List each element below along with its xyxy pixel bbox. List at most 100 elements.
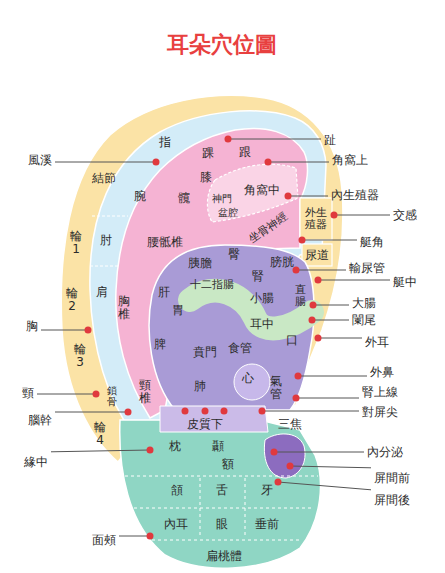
point-dot bbox=[315, 335, 322, 342]
region-label: 三焦 bbox=[278, 417, 302, 431]
leader-line bbox=[37, 394, 96, 395]
callout-label: 風溪 bbox=[28, 153, 52, 167]
region-label: 十二指腸 bbox=[190, 278, 234, 291]
region-label: 角窩中 bbox=[244, 183, 280, 197]
callout-label: 屏間後 bbox=[374, 493, 410, 507]
point-dot bbox=[275, 479, 282, 486]
callout-label: 角窩上 bbox=[332, 153, 368, 167]
region-label: 皮質下 bbox=[187, 417, 223, 431]
region-label: 指 bbox=[159, 135, 171, 149]
region-label: 腰骶椎 bbox=[147, 235, 183, 249]
region-label: 頷 bbox=[171, 483, 183, 497]
point-dot bbox=[287, 463, 294, 470]
leader-line bbox=[55, 162, 156, 163]
leader-line bbox=[312, 320, 349, 321]
region-label: 臀 bbox=[228, 247, 240, 261]
region-label: 枕 bbox=[169, 439, 181, 453]
leader-line bbox=[313, 305, 349, 306]
region-label: 盆腔 bbox=[218, 207, 238, 219]
region-label: 耳中 bbox=[250, 317, 274, 331]
leader-line bbox=[318, 280, 390, 281]
region-label: 膝 bbox=[200, 170, 212, 184]
point-dot bbox=[259, 408, 266, 415]
callout-label: 艇中 bbox=[393, 275, 417, 289]
point-dot bbox=[125, 409, 132, 416]
callout-label: 屏間前 bbox=[374, 471, 410, 485]
leader-line bbox=[298, 376, 367, 377]
region-label: 跟 bbox=[239, 145, 251, 159]
point-dot bbox=[182, 408, 228, 415]
leader-line bbox=[318, 338, 362, 339]
point-dot bbox=[315, 277, 322, 284]
region-label: 胃 bbox=[172, 303, 184, 317]
region-label: 牙 bbox=[261, 483, 273, 497]
region-label: 垂前 bbox=[255, 517, 279, 531]
leader-line bbox=[268, 162, 329, 163]
leader-line bbox=[334, 215, 390, 216]
region-label: 肝 bbox=[158, 285, 170, 299]
region-label: 顳 bbox=[212, 439, 224, 453]
region-label: 輪1 bbox=[70, 230, 82, 256]
region-label: 肘 bbox=[100, 233, 112, 247]
region-label: 腎 bbox=[252, 269, 264, 283]
region-label: 口 bbox=[286, 333, 298, 347]
point-dot bbox=[147, 533, 154, 540]
callout-label: 腦幹 bbox=[28, 413, 52, 427]
region-label: 神門 bbox=[212, 193, 232, 205]
region-label: 胸椎 bbox=[118, 295, 130, 321]
callout-label: 頸 bbox=[22, 386, 34, 400]
region-label: 輪3 bbox=[74, 343, 86, 369]
region-label: 小腸 bbox=[250, 291, 274, 305]
region-label: 輪2 bbox=[66, 287, 78, 313]
region-label: 賁門 bbox=[193, 345, 217, 359]
region-label: 鎖骨 bbox=[107, 385, 117, 407]
callout-label: 面頰 bbox=[92, 533, 116, 547]
region-label: 胰膽 bbox=[188, 256, 212, 270]
callout-label: 趾 bbox=[324, 133, 336, 147]
leader-line bbox=[302, 240, 357, 241]
heart-zone bbox=[234, 364, 270, 400]
point-dot bbox=[271, 449, 278, 456]
callout-label: 闌尾 bbox=[352, 313, 376, 327]
callout-label: 緣中 bbox=[24, 455, 48, 469]
callout-label: 外耳 bbox=[365, 335, 389, 349]
lobe-grid bbox=[125, 476, 318, 540]
point-dot bbox=[310, 302, 317, 309]
leader-line bbox=[296, 270, 346, 271]
region-label: 心 bbox=[242, 371, 254, 385]
region-label: 舌 bbox=[216, 483, 228, 497]
leader-line bbox=[274, 452, 364, 453]
region-label: 踝 bbox=[202, 146, 214, 160]
point-dot bbox=[299, 237, 306, 244]
callout-label: 艇角 bbox=[360, 235, 384, 249]
leader-line bbox=[296, 398, 359, 399]
callout-label: 內分泌 bbox=[367, 445, 403, 459]
region-label: 輪4 bbox=[94, 421, 106, 447]
point-dot bbox=[293, 395, 300, 402]
region-label: 扁桃體 bbox=[206, 549, 242, 563]
point-dot bbox=[153, 159, 160, 166]
leader-line bbox=[228, 139, 321, 140]
point-dot bbox=[331, 212, 338, 219]
region-label: 外生殖器 bbox=[305, 207, 327, 231]
leader-line bbox=[51, 450, 150, 452]
point-dot bbox=[285, 193, 292, 200]
region-label: 結節 bbox=[92, 171, 116, 185]
leader-line bbox=[288, 196, 328, 197]
callout-label: 大腸 bbox=[352, 296, 376, 310]
leader-line bbox=[262, 411, 359, 412]
lobe bbox=[120, 420, 321, 568]
region-label: 脾 bbox=[154, 337, 166, 351]
region-label: 眼 bbox=[216, 517, 228, 531]
region-label: 肩 bbox=[96, 285, 108, 299]
leader-line bbox=[290, 466, 371, 468]
region-label: 肺 bbox=[194, 379, 206, 393]
region-label: 額 bbox=[222, 457, 234, 471]
region-label: 頸椎 bbox=[139, 379, 151, 405]
helix bbox=[61, 95, 343, 462]
leader-line bbox=[55, 412, 128, 413]
point-dot bbox=[147, 447, 154, 454]
callout-label: 內生殖器 bbox=[331, 188, 379, 202]
region-label: 氣管 bbox=[270, 375, 282, 401]
